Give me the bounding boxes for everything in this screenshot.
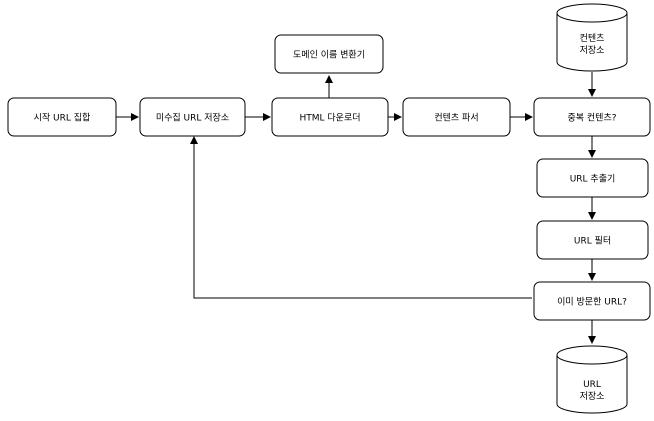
node-content-seen-label: 중복 컨텐츠?	[567, 113, 616, 124]
node-url-frontier: 미수집 URL 저장소	[139, 97, 246, 137]
node-url-storage: URL 저장소	[556, 345, 628, 414]
node-content-storage-label-line2: 저장소	[580, 45, 605, 56]
node-html-downloader-label: HTML 다운로더	[299, 113, 360, 124]
node-html-downloader: HTML 다운로더	[271, 97, 389, 137]
node-url-frontier-label: 미수집 URL 저장소	[156, 112, 229, 124]
node-content-parser-label: 컨텐츠 파서	[434, 113, 478, 124]
node-url-storage-label-line1: URL	[583, 380, 601, 390]
edge-url-seen-to-frontier	[190, 136, 532, 299]
node-url-extractor: URL 추출기	[536, 158, 649, 198]
node-url-seen-label: 이미 방문한 URL?	[557, 297, 627, 308]
node-seed-urls-label: 시작 URL 집합	[34, 112, 91, 124]
node-url-filter: URL 필터	[536, 220, 649, 260]
node-dns-resolver: 도메인 이름 변환기	[274, 34, 384, 74]
node-url-seen: 이미 방문한 URL?	[533, 281, 651, 321]
node-content-storage: 컨텐츠 저장소	[556, 3, 628, 72]
node-url-filter-label: URL 필터	[574, 235, 611, 247]
edges	[116, 72, 596, 344]
node-content-storage-label-line1: 컨텐츠	[580, 33, 605, 44]
node-url-extractor-label: URL 추출기	[570, 174, 616, 185]
node-seed-urls: 시작 URL 집합	[7, 97, 117, 137]
node-dns-resolver-label: 도메인 이름 변환기	[293, 49, 365, 61]
node-url-storage-label-line2: 저장소	[580, 391, 605, 402]
node-content-seen: 중복 컨텐츠?	[533, 97, 651, 137]
node-content-parser: 컨텐츠 파서	[402, 97, 511, 137]
